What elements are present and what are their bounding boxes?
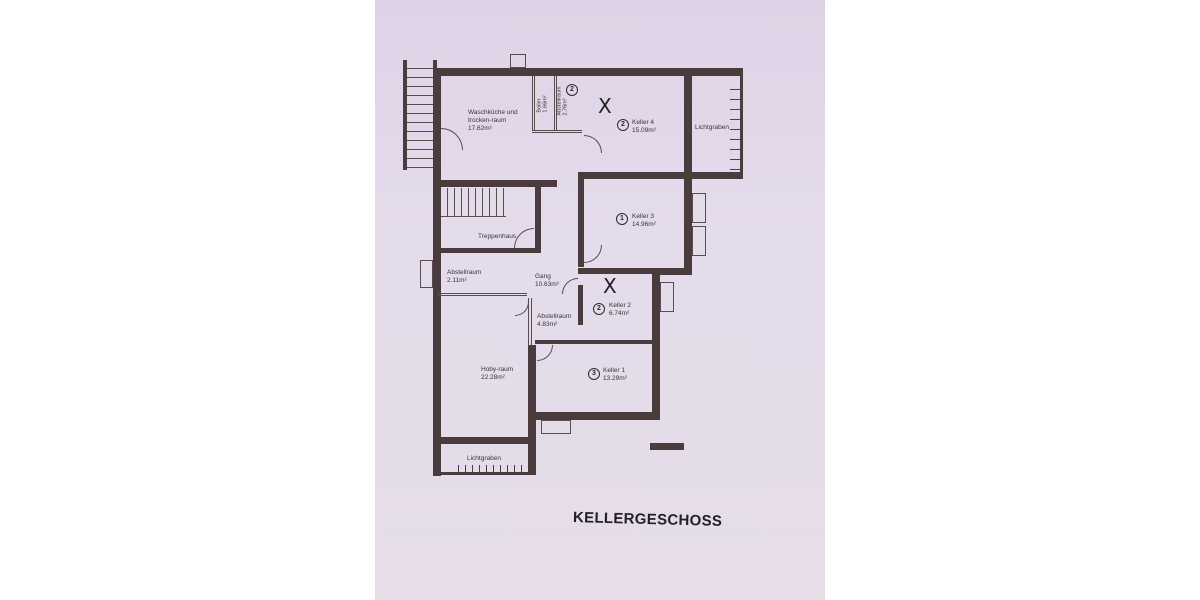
x-mark-keller2: X — [603, 274, 617, 298]
lichtgraben-bottom-ticks — [452, 465, 528, 473]
window-abstell-left — [420, 260, 433, 288]
wall-bottom-right — [530, 412, 660, 420]
wall-abstellraum-mid-left — [528, 298, 532, 346]
room-hobbyraum-label: Hoby-raum 22.28m² — [481, 366, 514, 381]
x-mark-keller4: X — [598, 94, 612, 118]
wall-right-upper — [684, 68, 692, 273]
chimney-top — [510, 54, 526, 68]
room-lichtgraben-top-label: Lichtgraben — [695, 124, 729, 131]
wall-lichtgraben-right — [740, 68, 743, 178]
wall-keller1-top — [535, 340, 655, 344]
room-lichtgraben-bottom-label: Lichtgraben — [467, 455, 501, 462]
wall-keller3-bottom — [578, 268, 688, 274]
room-keller3-label: Keller 3 14.96m² — [632, 213, 656, 228]
window-keller3-a — [692, 193, 706, 223]
wall-hobby-bottom — [433, 437, 533, 444]
wall-abstellraum-left-bottom — [437, 293, 527, 296]
room-number-badge: 2 — [617, 119, 629, 131]
room-abstellraum-mid-label: Abstellraum 4.83m² — [537, 313, 572, 328]
window-keller1 — [541, 420, 571, 434]
window-keller2 — [660, 282, 674, 312]
room-abstellraum-left-label: Abstellraum 2.11m² — [447, 269, 482, 284]
wall-boiler-left — [532, 76, 535, 131]
wall-lichtgraben-bottom — [688, 172, 743, 179]
wall-lichtgraben-bottom-base — [433, 472, 536, 475]
window-keller3-b — [692, 226, 706, 256]
wall-waschkueche-bottom — [437, 180, 557, 187]
floor-plan-paper — [375, 0, 825, 600]
room-keller4-label: Keller 4 15.09m² — [632, 119, 656, 134]
room-treppenhaus-label: Treppenhaus — [478, 233, 517, 240]
room-number-badge: 2 — [566, 84, 578, 96]
staircase — [441, 188, 506, 217]
room-keller2-label: Keller 2 6.74m² — [609, 302, 632, 317]
wall-mid-vertical-lower — [528, 345, 536, 475]
room-number-badge: 3 — [588, 368, 600, 380]
wall-keller3-left — [578, 172, 584, 267]
room-keller1-label: Keller 1 13.29m² — [603, 367, 627, 382]
room-number-badge: 2 — [593, 303, 605, 315]
exterior-stair — [403, 60, 437, 170]
lichtgraben-top-ticks — [730, 80, 740, 170]
room-number-badge: 1 — [616, 213, 628, 225]
wall-boiler-bottom — [532, 130, 582, 133]
wall-right-lower — [652, 270, 660, 420]
wall-boiler-right — [554, 76, 557, 131]
room-boiler-label: Boiler 1.66m² — [536, 95, 549, 113]
wall-keller2-left — [578, 285, 583, 325]
room-waschkueche-label: Waschküche und trocken-raum 17.62m² — [468, 109, 518, 132]
wall-top — [437, 68, 742, 76]
room-gang-label: Gang 10.63m² — [535, 273, 559, 288]
wall-left — [433, 68, 441, 476]
scale-bar — [650, 443, 684, 450]
wall-treppenhaus-right — [535, 185, 541, 250]
wall-treppenhaus-bottom — [437, 248, 541, 253]
wall-keller4-bottom — [582, 172, 688, 179]
